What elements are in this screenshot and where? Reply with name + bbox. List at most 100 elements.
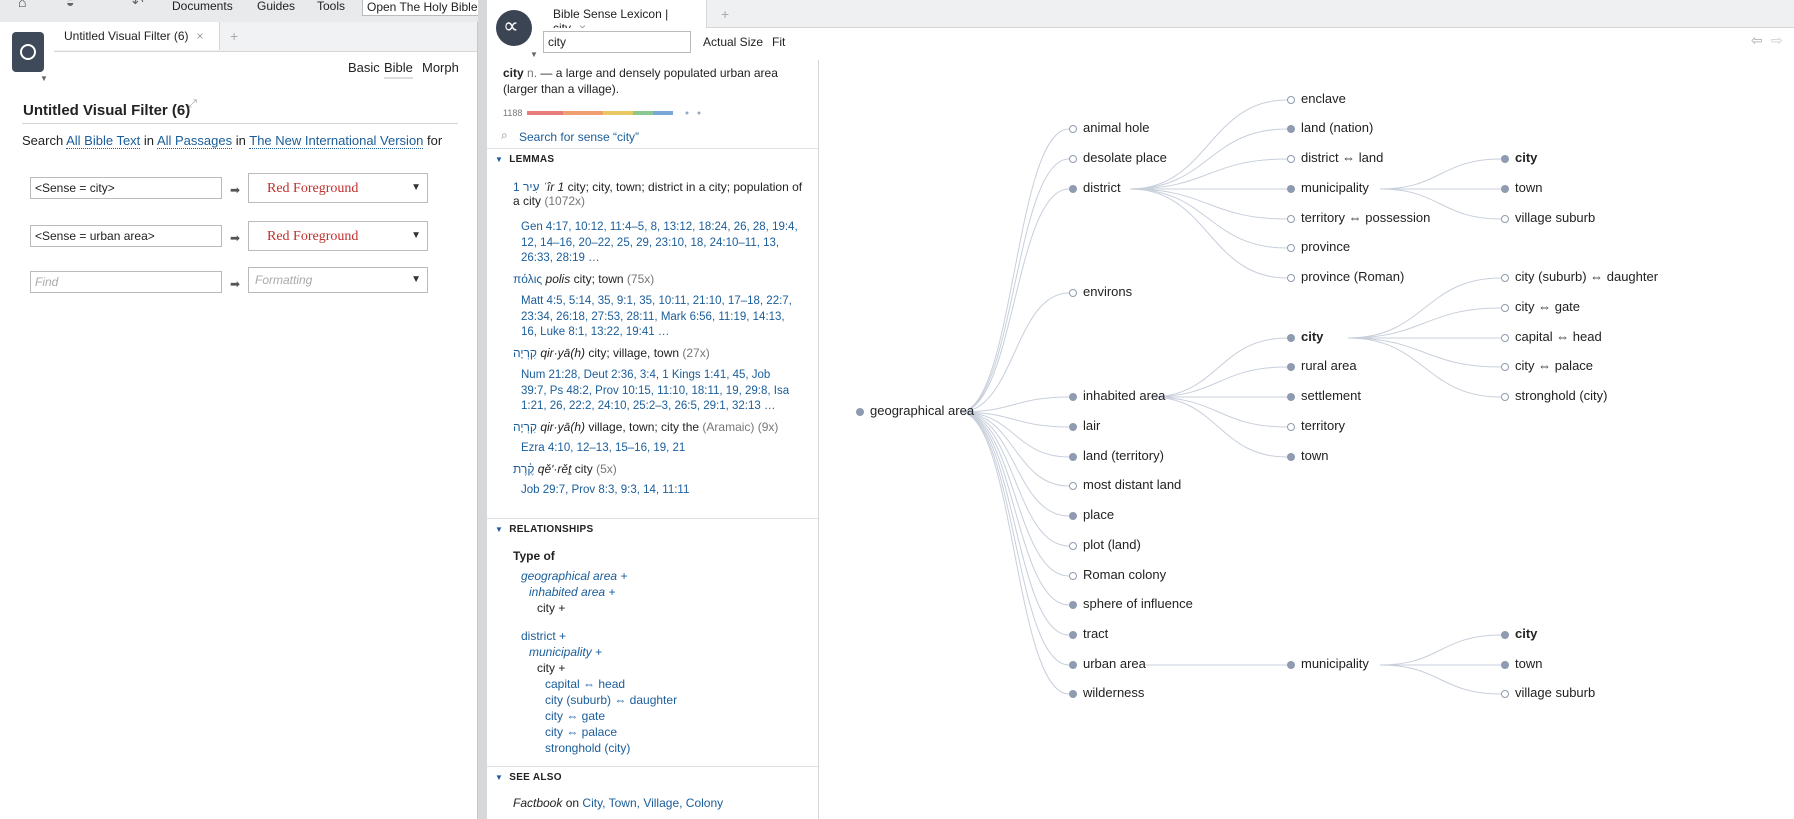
panel-menu-icon[interactable] <box>496 10 532 46</box>
graph-node[interactable]: municipality <box>1287 656 1369 671</box>
lemma-head[interactable]: 1 עִיר <box>513 180 540 194</box>
rule-format-select[interactable]: Red Foreground▼ <box>248 173 428 203</box>
rel-node[interactable]: district + <box>521 629 567 643</box>
rel-node[interactable]: municipality + <box>529 645 603 659</box>
panel-menu-caret-icon[interactable]: ▼ <box>40 74 48 83</box>
graph-node[interactable]: town <box>1287 448 1328 463</box>
close-tab-icon[interactable]: × <box>196 29 204 43</box>
menu-guides[interactable]: Guides <box>257 0 296 13</box>
ref-line[interactable]: 16, Luke 8:1, 13:22, 19:41 … <box>521 326 670 338</box>
occurrence-sparkline[interactable] <box>527 108 707 118</box>
version-link[interactable]: The New International Version <box>249 133 424 149</box>
graph-node[interactable]: province (Roman) <box>1287 269 1404 284</box>
graph-node[interactable]: city (suburb) ⇔ daughter <box>1501 269 1658 284</box>
back-icon[interactable]: ↶ <box>132 0 144 10</box>
graph-node[interactable]: province <box>1287 239 1350 254</box>
rule-query-input[interactable]: <Sense = city> <box>30 177 222 199</box>
tab-visual-filter[interactable]: Untitled Visual Filter (6)× <box>54 22 220 50</box>
rel-node[interactable]: geographical area + <box>521 569 628 583</box>
section-lemmas[interactable]: ▼LEMMAS <box>487 148 818 172</box>
graph-node[interactable]: town <box>1501 656 1542 671</box>
tab-bible-sense-lexicon[interactable]: Bible Sense Lexicon | city× <box>543 0 707 35</box>
fit-button[interactable]: Fit <box>772 35 786 49</box>
ref-line[interactable]: 39:7, Ps 48:2, Prov 10:15, 11:10, 18:11,… <box>521 384 790 397</box>
mode-bible[interactable]: Bible <box>384 60 413 79</box>
lemma-refs[interactable]: Job 29:7, Prov 8:3, 9:3, 14, 11:11 <box>521 484 689 496</box>
graph-node[interactable]: municipality <box>1287 180 1369 195</box>
lemma-refs[interactable]: Num 21:28, Deut 2:36, 3:4, 1 Kings 1:41,… <box>521 368 789 415</box>
rel-node[interactable]: city + <box>537 661 566 675</box>
lemma-refs[interactable]: Gen 4:17, 10:12, 11:4–5, 8, 13:12, 18:24… <box>521 220 798 267</box>
graph-node[interactable]: city <box>1501 626 1537 641</box>
lemma-item[interactable]: πόλις polis city; town (75x) <box>513 272 654 286</box>
graph-node[interactable]: tract <box>1069 626 1108 641</box>
home-icon[interactable]: ⌂ <box>18 0 27 10</box>
graph-node[interactable]: district <box>1069 180 1121 195</box>
graph-node[interactable]: settlement <box>1287 388 1361 403</box>
new-tab-button[interactable]: + <box>721 6 730 22</box>
graph-node[interactable]: capital ⇔ head <box>1501 329 1602 344</box>
ref-line[interactable]: Matt 4:5, 5:14, 35, 9:1, 35, 10:11, 21:1… <box>521 295 792 307</box>
graph-node[interactable]: place <box>1069 507 1114 522</box>
ref-line[interactable]: 1:21, 26, 22:2, 24:10, 25:2–3, 26:5, 29:… <box>521 400 776 412</box>
ref-line[interactable]: 23:34, 26:18, 27:53, 28:11, Mark 6:56, 1… <box>521 310 785 323</box>
ref-line[interactable]: 12, 14–16, 20–22, 25, 29, 23:10, 18, 24:… <box>521 236 780 249</box>
rule-query-input[interactable]: <Sense = urban area> <box>30 225 222 247</box>
open-input[interactable]: Open The Holy Bible <box>362 0 490 16</box>
graph-node[interactable]: land (nation) <box>1287 120 1373 135</box>
graph-node[interactable]: inhabited area <box>1069 388 1165 403</box>
formatting-select[interactable]: Formatting▼ <box>248 267 428 293</box>
panel-menu-caret-icon[interactable]: ▼ <box>530 50 538 59</box>
graph-node[interactable]: city ⇔ palace <box>1501 358 1593 373</box>
mode-morph[interactable]: Morph <box>422 60 459 75</box>
lemma-item[interactable]: קֶ֫רֶת qěʹ·rěṯ city (5x) <box>513 462 617 476</box>
mode-basic[interactable]: Basic <box>348 60 380 75</box>
graph-node[interactable]: wilderness <box>1069 685 1144 700</box>
graph-node[interactable]: district ⇔ land <box>1287 150 1383 165</box>
passages-link[interactable]: All Passages <box>156 133 233 149</box>
see-also-links[interactable]: City, Town, Village, Colony <box>582 796 724 810</box>
nav-forward-icon[interactable]: ⇨ <box>1771 32 1783 48</box>
rel-node[interactable]: city + <box>537 601 566 615</box>
find-input[interactable]: Find <box>30 271 222 293</box>
graph-node[interactable]: stronghold (city) <box>1501 388 1607 403</box>
graph-node[interactable]: rural area <box>1287 358 1357 373</box>
graph-node[interactable]: village suburb <box>1501 685 1595 700</box>
lemma-item[interactable]: קִרְיָה qir·yā(h) city; village, town (2… <box>513 346 710 360</box>
graph-node[interactable]: territory <box>1287 418 1345 433</box>
lemma-head[interactable]: קִרְיָה <box>513 420 537 434</box>
rel-node[interactable]: inhabited area + <box>529 585 616 599</box>
menu-tools[interactable]: Tools <box>317 0 346 13</box>
sense-search-input[interactable]: city <box>543 31 691 53</box>
graph-node[interactable]: geographical area <box>856 403 974 418</box>
graph-node[interactable]: lair <box>1069 418 1100 433</box>
pane-splitter[interactable] <box>478 0 487 819</box>
ref-line[interactable]: Job 29:7, Prov 8:3, 9:3, 14, 11:11 <box>521 484 690 496</box>
graph-node[interactable]: territory ⇔ possession <box>1287 210 1430 225</box>
graph-node[interactable]: environs <box>1069 284 1132 299</box>
graph-node[interactable]: plot (land) <box>1069 537 1141 552</box>
graph-node[interactable]: Roman colony <box>1069 567 1166 582</box>
graph-node[interactable]: city <box>1287 329 1323 344</box>
search-sense-link[interactable]: Search for sense “city” <box>519 130 640 144</box>
ref-line[interactable]: Ezra 4:10, 12–13, 15–16, 19, 21 <box>521 442 686 454</box>
graph-node[interactable]: most distant land <box>1069 477 1181 492</box>
lemma-refs[interactable]: Ezra 4:10, 12–13, 15–16, 19, 21 <box>521 442 685 454</box>
scope-link[interactable]: All Bible Text <box>66 133 141 149</box>
rel-node[interactable]: city ⇔ gate <box>545 709 606 723</box>
rule-format-select[interactable]: Red Foreground▼ <box>248 221 428 251</box>
graph-node[interactable]: city ⇔ gate <box>1501 299 1580 314</box>
graph-node[interactable]: city <box>1501 150 1537 165</box>
nav-back-icon[interactable]: ⇦ <box>1751 32 1763 48</box>
lemma-head[interactable]: קֶ֫רֶת <box>513 462 535 476</box>
menu-documents[interactable]: Documents <box>172 0 233 13</box>
graph-node[interactable]: town <box>1501 180 1542 195</box>
ref-line[interactable]: Gen 4:17, 10:12, 11:4–5, 8, 13:12, 18:24… <box>521 221 798 233</box>
graph-node[interactable]: urban area <box>1069 656 1146 671</box>
graph-node[interactable]: sphere of influence <box>1069 596 1193 611</box>
section-relationships[interactable]: ▼RELATIONSHIPS <box>487 518 818 542</box>
ref-line[interactable]: Num 21:28, Deut 2:36, 3:4, 1 Kings 1:41,… <box>521 369 771 381</box>
lemma-item[interactable]: קִרְיָה qir·yā(h) village, town; city th… <box>513 420 778 434</box>
lemma-head[interactable]: קִרְיָה <box>513 346 537 360</box>
